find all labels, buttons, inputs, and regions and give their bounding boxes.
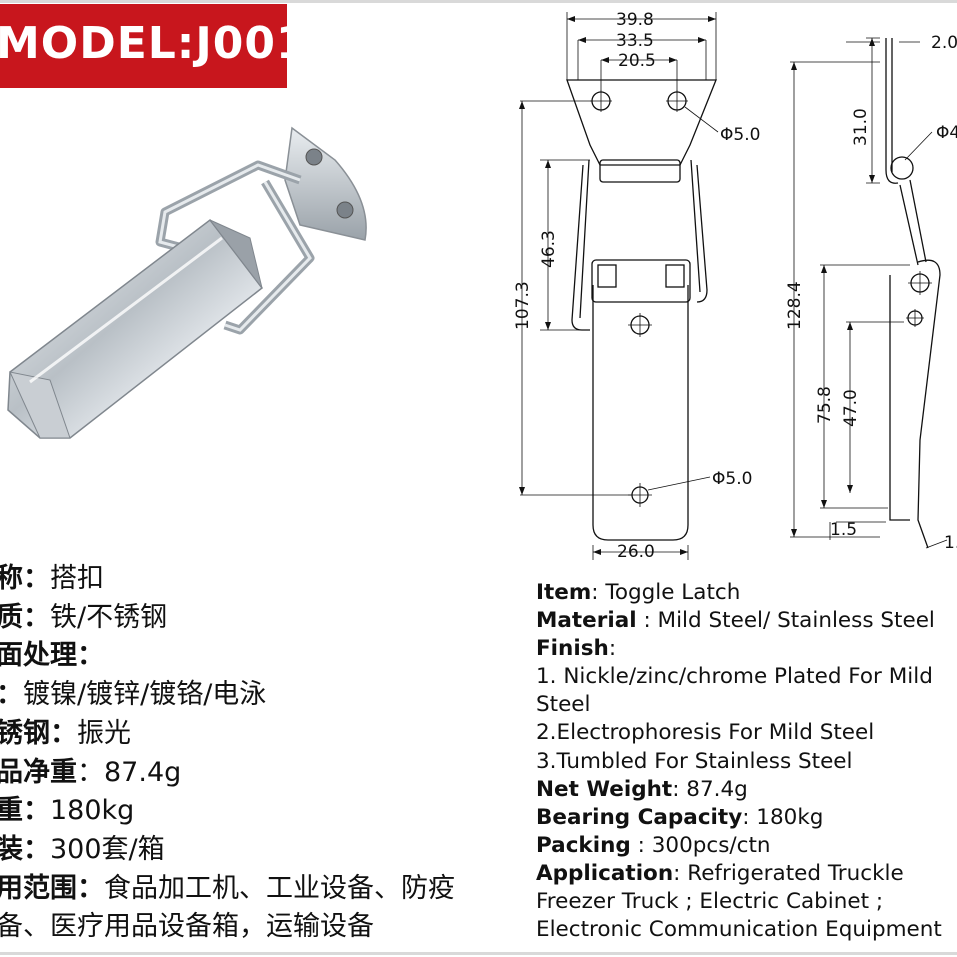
cn-spec-line: 锈钢：振光 [0,717,131,749]
en-spec-line: 3.Tumbled For Stainless Steel [536,748,853,774]
product-photo [7,126,367,439]
cn-spec-line: 质：铁/不锈钢 [0,601,168,633]
dim-20-5: 20.5 [618,51,656,71]
cn-spec-line: 重：180kg [0,795,135,827]
chinese-specs: 称：搭扣 质：铁/不锈钢 面处理： ：镀镍/镀锌/镀铬/电泳 锈钢：振光 品净重… [0,560,526,947]
cn-spec-line: 称：搭扣 [0,563,104,594]
cn-spec-line: 面处理： [0,640,104,672]
top-border [0,0,957,3]
en-spec-line: Freezer Truck ; Electric Cabinet ; [536,889,884,915]
technical-drawing: 39.8 33.5 20.5 Φ5.0 Φ5.0 26.0 107.3 46.3… [513,10,957,562]
en-spec-line: Net Weight: 87.4g [536,776,748,802]
cn-spec-line: 装：300套/箱 [0,833,165,865]
en-spec-line: Electronic Communication Equipment [536,917,942,943]
cn-spec-line: 用范围：食品加工机、工业设备、防疫 [0,872,455,904]
dim-128-4: 128.4 [785,281,805,330]
dim-2-0: 2.0 [931,33,957,53]
dim-phi-4: Φ4 [936,123,957,143]
dim-107-3: 107.3 [513,281,533,330]
en-spec-line: Material : Mild Steel/ Stainless Steel [536,608,935,634]
dim-47-0: 47.0 [841,389,861,427]
en-spec-line: Steel [536,692,591,718]
dim-1: 1. [944,533,957,553]
model-title: MODEL:J001 [0,18,308,69]
dim-1-5: 1.5 [830,520,857,540]
en-spec-line: Application: Refrigerated Truckle [536,860,904,886]
en-spec-line: Item: Toggle Latch [536,580,741,605]
model-banner: MODEL:J001 [0,4,307,88]
bottom-border [0,952,957,955]
dim-46-3: 46.3 [539,230,559,268]
dim-75-8: 75.8 [815,386,835,424]
en-spec-line: 2.Electrophoresis For Mild Steel [536,720,875,746]
cn-spec-line: 备、医疗用品设备箱，运输设备 [0,911,374,943]
dim-26-0: 26.0 [617,542,655,562]
en-spec-line: Bearing Capacity: 180kg [536,804,824,830]
dim-33-5: 33.5 [616,31,654,51]
dim-hole-top: Φ5.0 [720,125,760,145]
cn-spec-line: 品净重：87.4g [0,756,182,788]
dim-31-0: 31.0 [851,108,871,146]
dim-hole-bottom: Φ5.0 [712,469,752,489]
en-spec-line: Packing : 300pcs/ctn [536,832,771,858]
en-spec-line: Finish: [536,636,617,662]
en-spec-line: 1. Nickle/zinc/chrome Plated For Mild [536,664,933,690]
english-specs: Item: Toggle Latch Material : Mild Steel… [536,579,957,944]
dim-39-8: 39.8 [616,10,654,30]
cn-spec-line: ：镀镍/镀锌/镀铬/电泳 [0,679,267,711]
